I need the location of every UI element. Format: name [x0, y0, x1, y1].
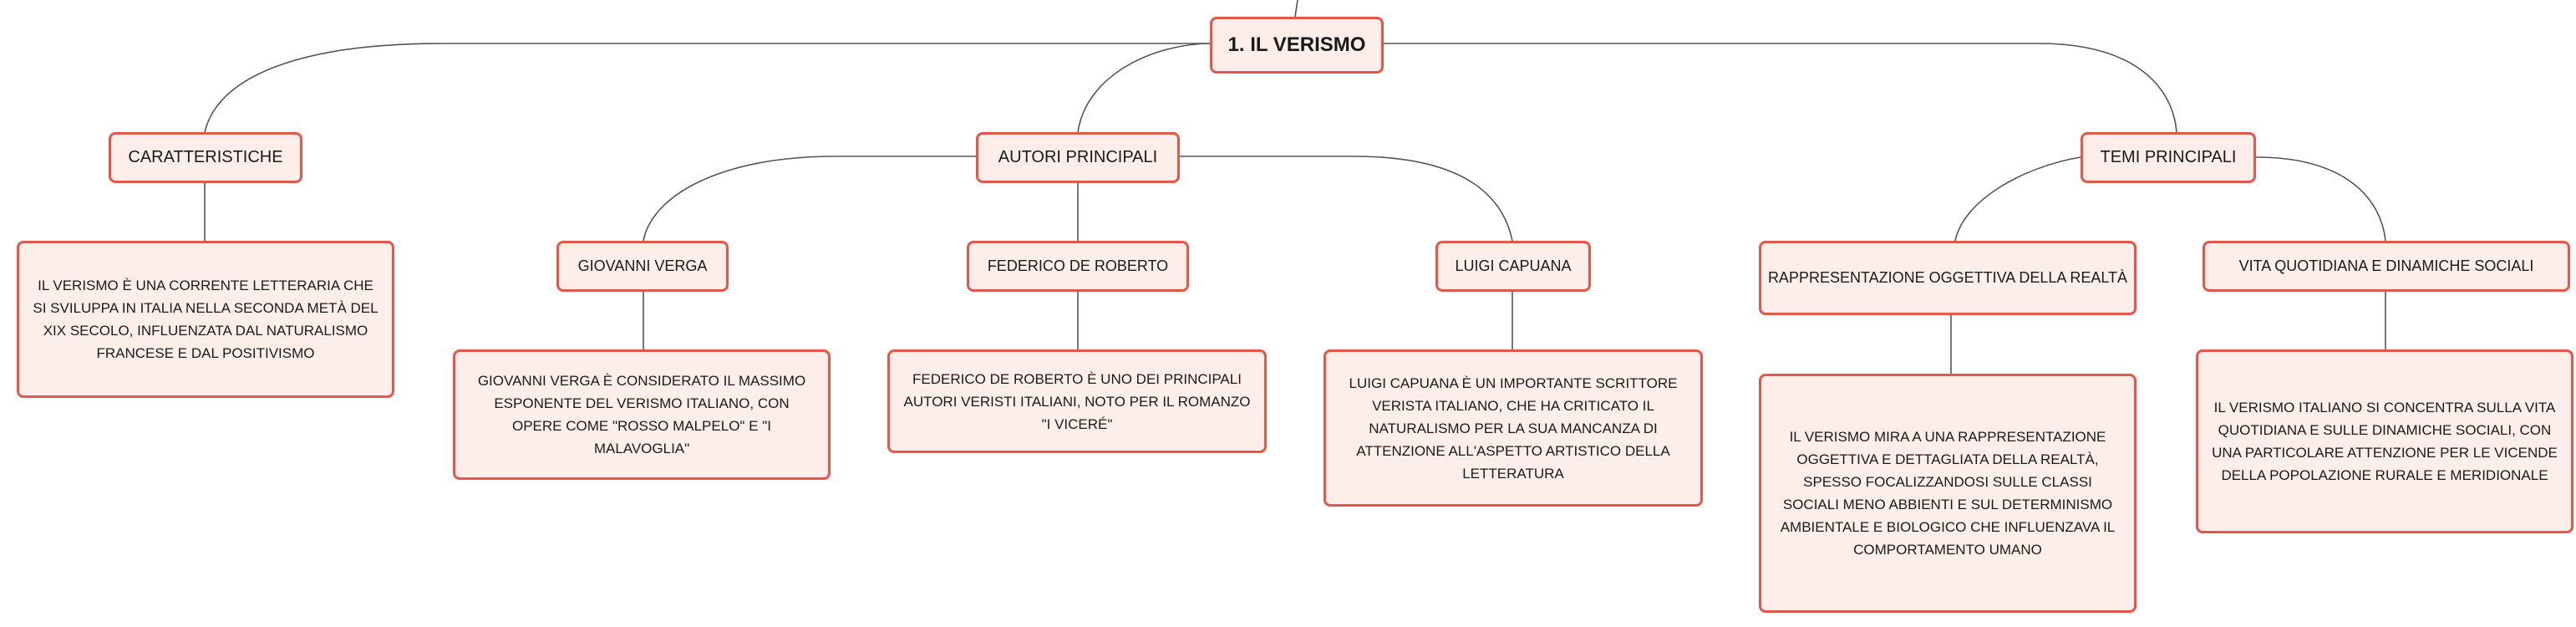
connector-autori-verga — [643, 155, 978, 242]
root-node[interactable]: 1. IL VERISMO — [1210, 17, 1384, 74]
connector-autori-capuana — [1178, 155, 1513, 242]
caratteristiche-description[interactable]: IL VERISMO È UNA CORRENTE LETTERARIA CHE… — [17, 241, 394, 398]
branch-caratteristiche[interactable]: CARATTERISTICHE — [109, 132, 302, 183]
connector-root-temi — [1383, 43, 2177, 133]
connector-temi-rappr — [1954, 156, 2081, 242]
node-rappresentazione-oggettiva[interactable]: RAPPRESENTAZIONE OGGETTIVA DELLA REALTÀ — [1759, 241, 2137, 315]
node-giovanni-verga[interactable]: GIOVANNI VERGA — [556, 241, 729, 292]
connector-root-autori — [1077, 43, 1212, 133]
connector-temi-vita — [2255, 156, 2386, 242]
connector-root-caratteristiche — [204, 43, 1212, 133]
federico-de-roberto-description[interactable]: FEDERICO DE ROBERTO È UNO DEI PRINCIPALI… — [887, 349, 1267, 453]
luigi-capuana-description[interactable]: LUIGI CAPUANA È UN IMPORTANTE SCRITTORE … — [1324, 349, 1703, 507]
giovanni-verga-description[interactable]: GIOVANNI VERGA È CONSIDERATO IL MASSIMO … — [453, 349, 831, 480]
connector-root-up — [1294, 0, 1298, 18]
branch-autori-principali[interactable]: AUTORI PRINCIPALI — [976, 132, 1180, 183]
node-luigi-capuana[interactable]: LUIGI CAPUANA — [1435, 241, 1591, 292]
vita-quotidiana-description[interactable]: IL VERISMO ITALIANO SI CONCENTRA SULLA V… — [2196, 349, 2573, 533]
rappresentazione-oggettiva-description[interactable]: IL VERISMO MIRA A UNA RAPPRESENTAZIONE O… — [1759, 374, 2137, 613]
node-federico-de-roberto[interactable]: FEDERICO DE ROBERTO — [967, 241, 1189, 292]
node-vita-quotidiana[interactable]: VITA QUOTIDIANA E DINAMICHE SOCIALI — [2203, 241, 2570, 292]
branch-temi-principali[interactable]: TEMI PRINCIPALI — [2081, 132, 2256, 183]
